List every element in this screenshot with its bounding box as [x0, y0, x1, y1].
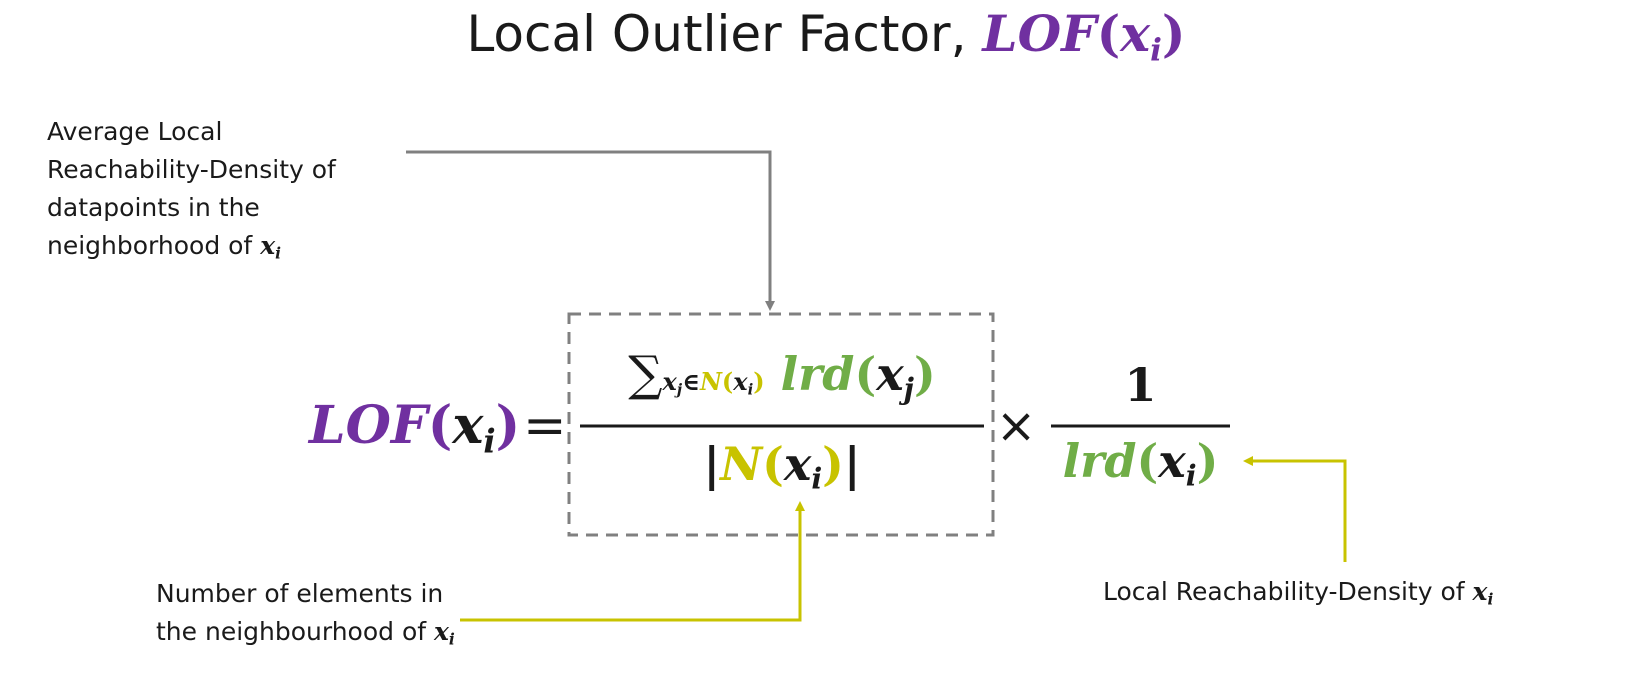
lrd-xj: lrd(xj)	[780, 347, 936, 406]
arrow-local-lrd	[1243, 456, 1347, 562]
lhs-lof: LOF(xi)	[309, 395, 521, 461]
label-average-lrd: Average Local Reachability-Density of da…	[47, 113, 336, 273]
arrow-average-lrd	[406, 150, 775, 311]
title-text: Local Outlier Factor,	[466, 5, 983, 63]
times-sign: ×	[996, 398, 1037, 454]
label-number-of-elements: Number of elements in the neighbourhood …	[156, 575, 455, 659]
lrd-xi: lrd(xi)	[1062, 434, 1219, 493]
label-line: datapoints in the	[47, 193, 260, 222]
denominator: |N(xi)|	[703, 437, 861, 496]
numerator: ∑xj∈N(xi) lrd(xj)	[578, 346, 986, 406]
equals-sign: =	[523, 396, 567, 456]
label-line: neighborhood of xi	[47, 231, 281, 263]
diagram-title: Local Outlier Factor, LOF(xi)	[0, 4, 1652, 80]
label-line: the neighbourhood of xi	[156, 617, 455, 649]
title-lof: LOF(xi)	[982, 4, 1186, 69]
label-local-lrd: Local Reachability-Density of xi	[1103, 577, 1494, 609]
dashed-box	[567, 312, 995, 537]
sum-subscript: xj∈N(xi)	[662, 367, 765, 399]
numerator-one: 1	[1124, 358, 1157, 412]
label-line: Number of elements in	[156, 579, 444, 608]
sum-symbol: ∑	[628, 346, 663, 402]
label-line: Reachability-Density of	[47, 155, 336, 184]
arrow-number-of-elements	[460, 501, 805, 622]
label-line: Average Local	[47, 117, 223, 146]
